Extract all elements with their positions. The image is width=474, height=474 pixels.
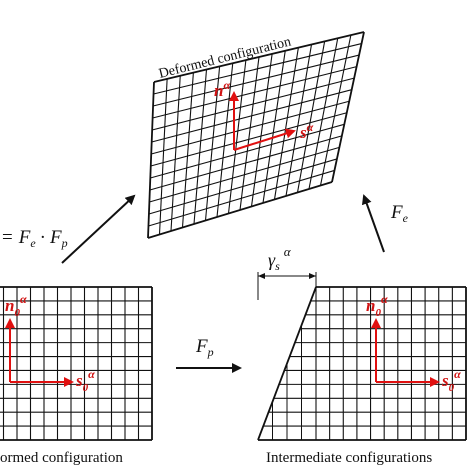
shear-dim-left-head [258, 273, 265, 279]
grid-line-vertical [147, 81, 155, 239]
grid-line-horizontal [151, 100, 350, 155]
reference-config-label: ormed configuration [0, 450, 123, 466]
grid-line-vertical [239, 56, 260, 211]
arrow-reference-to-deformed [61, 194, 136, 264]
grid-line-horizontal [152, 77, 355, 131]
deformed-slip-vector [233, 128, 296, 151]
fe-arrow-label: Fe [390, 202, 409, 225]
grid-line-horizontal [148, 158, 338, 215]
grid-line-vertical [227, 60, 247, 214]
intermediate-s-label: s0α [441, 367, 461, 394]
grid-line-vertical [285, 44, 313, 197]
grid-line-horizontal [150, 123, 345, 179]
shear-dim-right-head [309, 273, 316, 279]
intermediate-n-label: n0α [366, 292, 388, 319]
grid-line-vertical [331, 31, 365, 183]
grid-line-vertical [204, 66, 221, 221]
grid-line-vertical [262, 50, 286, 204]
grid-line-vertical [296, 41, 326, 193]
shear-label: γsα [268, 244, 292, 273]
reference-grid [0, 286, 153, 441]
grid-line-horizontal [153, 43, 362, 95]
grid-line-vertical [319, 35, 352, 186]
decomposition-equation: =Fe·Fp [2, 227, 68, 250]
grid-line-horizontal [151, 89, 352, 143]
intermediate-config-label: Intermediate configurations [266, 450, 432, 466]
grid-line-vertical [181, 72, 194, 228]
grid-line-vertical [170, 75, 181, 232]
intermediate-grid [257, 286, 467, 441]
grid-line-vertical [216, 63, 234, 218]
grid-line-vertical [250, 53, 273, 207]
arrow-intermediate-to-deformed [361, 194, 385, 253]
grid-line-vertical [273, 47, 299, 200]
grid-line-horizontal [150, 112, 347, 167]
grid-line-horizontal [149, 146, 340, 203]
grid-line-vertical [193, 69, 208, 225]
reference-n-label: n0α [5, 292, 27, 319]
grid-line-vertical [158, 78, 168, 235]
grid-line-horizontal [148, 169, 335, 227]
deformed-n-label: nα [214, 78, 230, 100]
grid-line-vertical [308, 38, 339, 190]
grid-line-horizontal [153, 31, 365, 83]
deformed-grid [147, 31, 365, 239]
deformed-s-label: sα [299, 120, 314, 142]
deformed-config-label: Deformed configuration [157, 35, 292, 82]
grid-line-horizontal [149, 135, 342, 191]
reference-s-label: s0α [75, 367, 95, 394]
grid-line-horizontal [147, 181, 333, 239]
grid-line-horizontal [152, 54, 360, 107]
grid-line-horizontal [152, 66, 357, 119]
fp-arrow-label: Fp [195, 336, 214, 359]
